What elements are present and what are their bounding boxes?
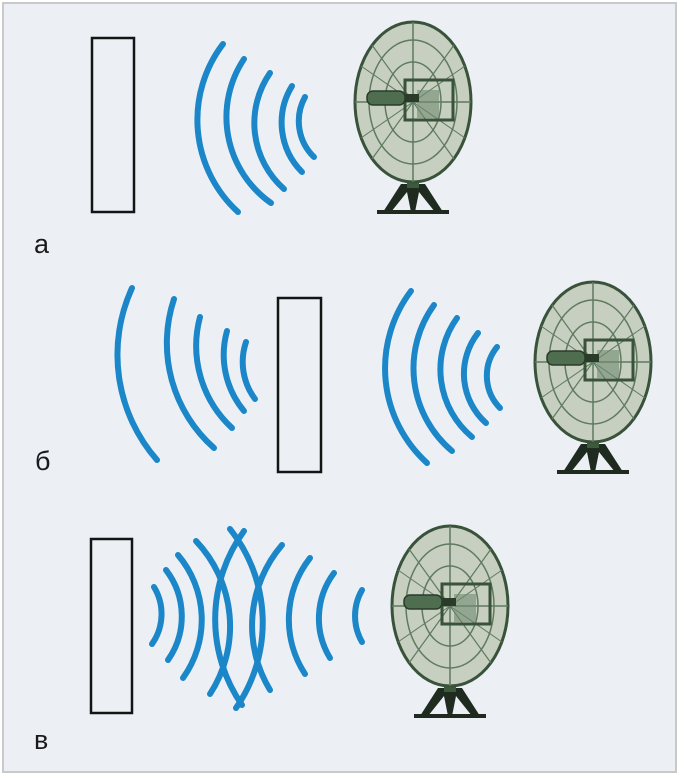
radar-dish-icon: [390, 524, 510, 720]
radar-dish-icon: [353, 20, 473, 216]
obstacle-b: [276, 296, 323, 474]
panel-label-a: а: [34, 229, 50, 259]
waves-a: [194, 41, 317, 215]
obstacle-c: [89, 537, 134, 715]
radar-dish-icon: [533, 280, 653, 476]
waves-b-left: [114, 285, 258, 463]
waves-c-reflected: [149, 526, 266, 711]
waves-b-right: [382, 288, 503, 466]
obstacle-a: [90, 36, 136, 214]
panel-label-b: б: [35, 446, 51, 476]
panel-label-c: в: [34, 725, 49, 755]
waves-c-incident: [212, 528, 365, 708]
